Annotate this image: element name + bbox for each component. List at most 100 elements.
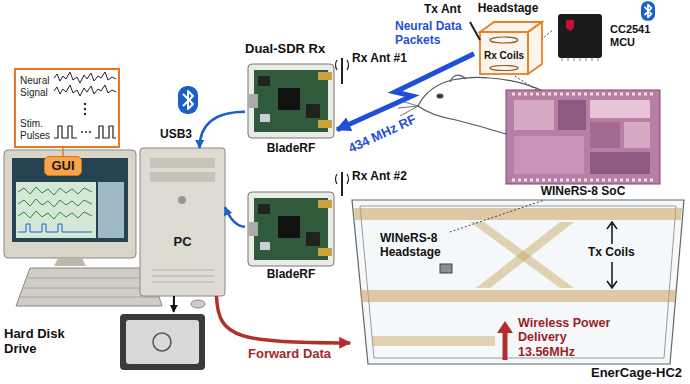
monitor <box>4 150 136 266</box>
dot <box>81 131 83 133</box>
edge-label: Forward Data <box>248 347 331 362</box>
sdr-board <box>248 192 334 266</box>
chip-logo <box>566 20 574 31</box>
disk-case <box>120 314 205 370</box>
signal-panel: Neural SignalStim. Pulses <box>14 68 120 148</box>
gui-trace <box>18 211 92 219</box>
gui-side-panel <box>98 182 124 238</box>
rx-antenna <box>336 172 349 196</box>
power-label: Wireless Power Delivery 13.56MHz <box>518 316 622 359</box>
fpga-chip <box>278 88 300 110</box>
chip-body <box>558 14 602 58</box>
callout-line <box>62 148 64 156</box>
sdr-board-box: BladeRF <box>245 62 337 156</box>
dot <box>85 131 87 133</box>
tower-body <box>140 148 225 296</box>
pointer-arrow <box>607 262 617 288</box>
antenna-label: Tx Ant <box>424 3 461 17</box>
label-holder: Rx Ant #1 <box>352 52 407 66</box>
die-block <box>590 122 620 148</box>
drive-bay <box>150 158 215 168</box>
die-block <box>590 100 650 118</box>
rx-coil <box>490 66 518 71</box>
die-block <box>514 136 584 174</box>
node-text: Headstage <box>478 2 539 16</box>
node-text: BladeRF <box>267 268 316 282</box>
label-holder: USB3 <box>160 128 192 142</box>
panel-ground <box>14 68 120 148</box>
disk-front <box>126 320 199 364</box>
gui-pulses <box>18 224 92 232</box>
dot <box>84 103 86 105</box>
rat-ear <box>450 75 466 82</box>
gui-trace <box>18 199 92 207</box>
label-holder: Rx Coils <box>484 50 524 62</box>
headstage-cube <box>480 22 542 74</box>
usb-arrow <box>225 207 245 227</box>
mcu-box: CC2541 MCU <box>552 10 664 62</box>
tx-coil-band <box>360 290 676 302</box>
icon-rune <box>645 5 652 18</box>
label-holder: Rx Ant #2 <box>352 170 407 184</box>
dotted-link <box>515 76 537 90</box>
edge-label: 434 MHz RF <box>346 112 418 156</box>
tx-coil-band <box>476 222 574 288</box>
tx-coil-band <box>354 208 682 220</box>
small-headstage <box>440 264 452 273</box>
group-label: Dual-SDR Rx <box>245 42 325 57</box>
power-arrow-head <box>497 321 513 333</box>
monitor-stand <box>54 258 86 266</box>
dot <box>89 131 91 133</box>
chip-pins <box>562 58 598 61</box>
cage-headstage-box: WINeRS-8 Headstage <box>380 232 462 276</box>
power-button <box>178 196 186 204</box>
antenna-waves <box>336 174 349 184</box>
node-text: WINeRS-8 Headstage <box>380 232 458 260</box>
node-text: Stim. Pulses <box>20 118 54 141</box>
chip <box>258 76 270 86</box>
gui-window <box>16 182 96 238</box>
icon-rune <box>183 91 193 109</box>
node-text: GUI <box>51 159 74 174</box>
node-text: WINeRS-8 SoC <box>538 185 629 199</box>
label-holder: Wireless Power Delivery 13.56MHz <box>518 316 622 359</box>
pc-tower <box>140 148 225 296</box>
edge-label: USB3 <box>160 128 192 142</box>
die-body <box>506 90 660 184</box>
key-rows <box>20 278 159 297</box>
pointer-arrow <box>607 222 617 244</box>
monitor-screen <box>12 158 128 242</box>
bluetooth-icon <box>178 86 198 114</box>
pcb <box>254 70 328 132</box>
tx-antenna <box>470 22 480 40</box>
soc-die-box: WINeRS-8 SoC <box>506 90 660 200</box>
label-holder: Tx Ant <box>424 3 461 17</box>
trace-line <box>54 72 116 83</box>
label-holder: Tx Coils <box>588 246 635 260</box>
vents <box>152 270 214 282</box>
sma-connector <box>318 120 332 128</box>
tx-coil-band <box>470 222 574 288</box>
rx-antenna <box>336 58 349 84</box>
label-holder: 434 MHz RF <box>346 127 419 142</box>
sma-connector <box>318 72 332 80</box>
power-arrow <box>503 331 508 360</box>
rat-eye <box>437 94 443 98</box>
dot <box>84 108 86 110</box>
part-label: Rx Coils <box>484 50 524 62</box>
antenna-rod <box>341 58 343 84</box>
die-block <box>590 152 650 174</box>
dot <box>84 113 86 115</box>
pc-tower-box: PC <box>140 148 225 296</box>
antenna-label: Rx Ant #1 <box>352 52 407 66</box>
gui-trace <box>18 187 92 195</box>
die-block <box>624 122 650 148</box>
headstage-box: Headstage <box>474 2 542 76</box>
node-text: EnerCage-HC2 <box>591 366 682 381</box>
label-holder: Dual-SDR Rx <box>245 42 325 57</box>
hard-disk-box: Hard Disk Drive <box>4 312 206 372</box>
antenna-rod <box>341 172 343 196</box>
node-text: PC <box>173 235 191 250</box>
label-holder: Neural Data Packets <box>395 20 475 48</box>
